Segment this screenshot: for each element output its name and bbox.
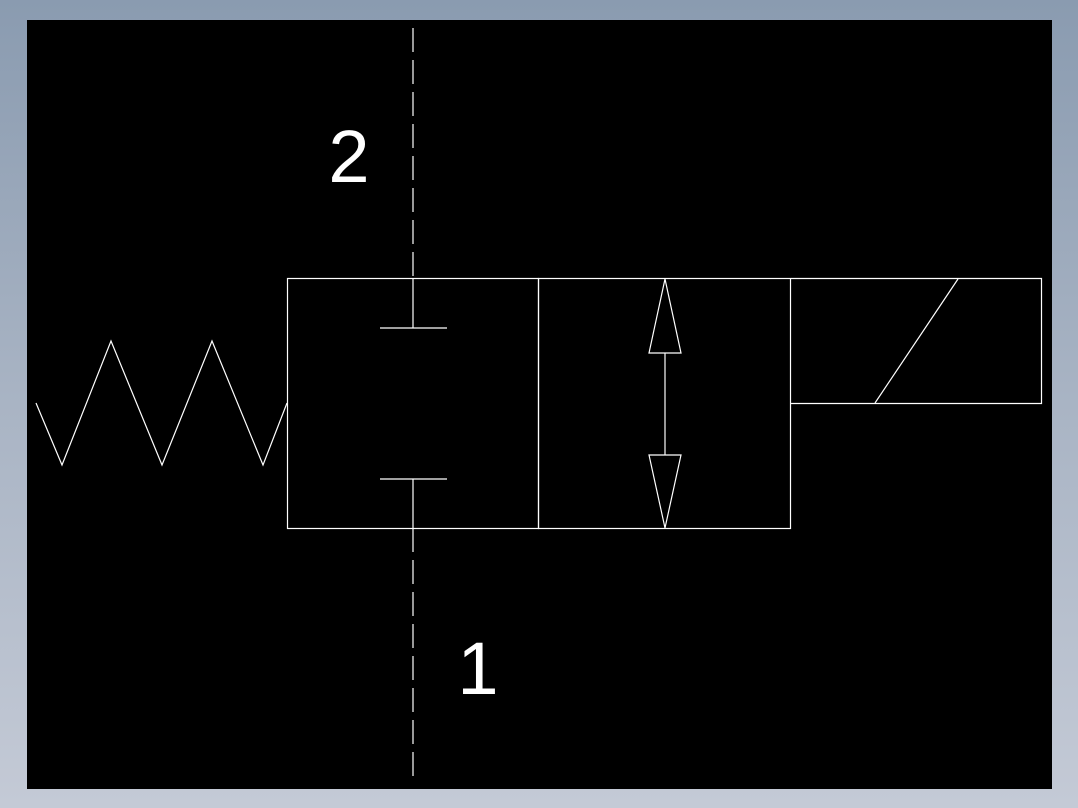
solenoid-actuator-icon[interactable] <box>791 277 1043 405</box>
port-label-upper: 2 <box>328 115 369 198</box>
spring-return-icon[interactable] <box>35 339 288 467</box>
port-label-lower: 1 <box>457 627 498 710</box>
bidirectional-flow-arrow-icon <box>648 278 682 529</box>
drawing-canvas[interactable] <box>27 20 1052 789</box>
blocked-port-icon <box>380 279 447 528</box>
valve-envelope-open[interactable] <box>537 277 792 530</box>
